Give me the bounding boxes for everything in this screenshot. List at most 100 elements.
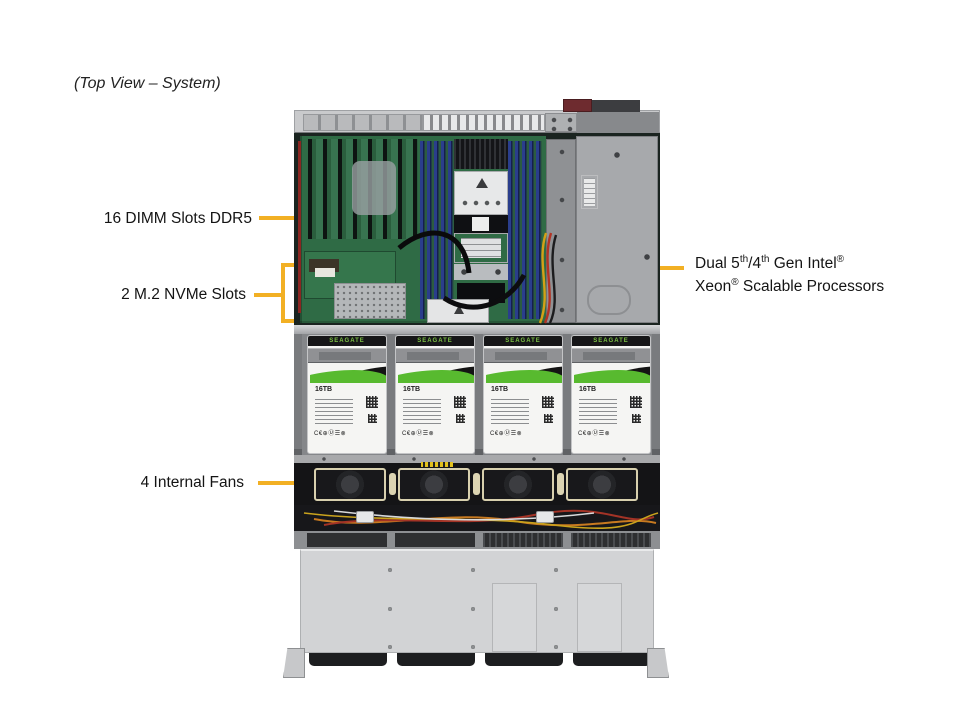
label-cpu: Dual 5th/4th Gen Intel® Xeon® Scalable P… [695, 250, 884, 296]
psu-rear-edge [577, 112, 659, 133]
drive-rail [563, 334, 571, 455]
label-dimm-slots: 16 DIMM Slots DDR5 [103, 210, 252, 227]
qr-code [366, 396, 378, 408]
drive-brand: SEAGATE [396, 336, 474, 346]
cert-icons: C€⊕Ⓤ☰⊗ [314, 431, 347, 437]
compartment [307, 533, 387, 547]
front-compartment-strip [294, 531, 660, 549]
screw [471, 645, 475, 649]
label-cpu-line1: Dual 5th/4th Gen Intel® [695, 254, 845, 273]
screw [471, 568, 475, 572]
drive-rail [387, 334, 395, 455]
hard-drive-4: SEAGATE 16TB C€⊕Ⓤ☰⊗ [571, 335, 651, 454]
hard-drive-3: SEAGATE 16TB C€⊕Ⓤ☰⊗ [483, 335, 563, 454]
power-supply-unit [576, 136, 658, 323]
drive-handle-grip [407, 352, 459, 360]
drive-handle [396, 348, 474, 363]
qr-code [454, 396, 466, 408]
fan-handle [473, 473, 480, 495]
drive-label-text-lines [579, 398, 617, 424]
m2-ssd-module [309, 259, 339, 277]
compartment-ribbed [571, 533, 651, 547]
drive-capacity: 16TB [403, 386, 421, 393]
fan-handle [389, 473, 396, 495]
screw [388, 568, 392, 572]
cable-routing-zone [294, 505, 660, 531]
rear-bracket [545, 113, 577, 132]
fan-tray-rail [294, 455, 660, 463]
cert-icons: C€⊕Ⓤ☰⊗ [402, 431, 435, 437]
drive-label-text-lines [491, 398, 529, 424]
qr-code-small [456, 414, 465, 423]
panel-cutout [492, 583, 537, 652]
cpu2-heatsink [454, 233, 508, 263]
drive-brand: SEAGATE [308, 336, 386, 346]
psu-oval-emboss [587, 285, 631, 315]
power-connector [356, 511, 374, 523]
panel-cutout [577, 583, 622, 652]
cert-icons: C€⊕Ⓤ☰⊗ [578, 431, 611, 437]
drive-handle-grip [583, 352, 635, 360]
caution-sticker [418, 461, 456, 468]
psu-sticker [581, 175, 598, 209]
label-cpu-line2: Xeon® Scalable Processors [695, 277, 885, 296]
cert-icons: C€⊕Ⓤ☰⊗ [490, 431, 523, 437]
front-drive-shadow [309, 653, 387, 666]
qr-code [542, 396, 554, 408]
callout-line-m2-stub [254, 293, 283, 297]
dimm-slots-right-bank [508, 141, 542, 319]
drive-label-text-lines [403, 398, 441, 424]
drive-label-swoosh [486, 365, 562, 383]
dimm-slots-left-bank [420, 141, 454, 319]
chipset-cooler [352, 161, 396, 215]
qr-code-small [544, 414, 553, 423]
drive-rail [294, 334, 302, 455]
screw [554, 568, 558, 572]
cpu2-retention-bracket [454, 264, 508, 280]
internal-fan-1 [314, 468, 386, 501]
drive-brand: SEAGATE [484, 336, 562, 346]
perforated-bracket-plate [334, 283, 406, 319]
drive-handle [572, 348, 650, 363]
server-chassis-top-view: SEAGATE 16TB C€⊕Ⓤ☰⊗ SEAGATE 16TB C€⊕Ⓤ☰⊗ [283, 99, 669, 678]
pcb-edge [298, 141, 301, 313]
screw [554, 645, 558, 649]
drive-label-swoosh [574, 365, 650, 383]
drive-rail [475, 334, 483, 455]
drive-capacity: 16TB [315, 386, 333, 393]
drive-bay: SEAGATE 16TB C€⊕Ⓤ☰⊗ SEAGATE 16TB C€⊕Ⓤ☰⊗ [294, 334, 660, 455]
screw [554, 607, 558, 611]
power-connector [536, 511, 554, 523]
hard-drive-1: SEAGATE 16TB C€⊕Ⓤ☰⊗ [307, 335, 387, 454]
front-drive-shadow [573, 653, 651, 666]
drive-handle [308, 348, 386, 363]
compartment-ribbed [483, 533, 563, 547]
callout-line-m2-vertical [281, 263, 285, 323]
drive-capacity: 16TB [491, 386, 509, 393]
chassis-foot-left [283, 648, 305, 678]
qr-code [630, 396, 642, 408]
m2-ssd-label [315, 268, 335, 277]
label-internal-fans: 4 Internal Fans [140, 474, 244, 491]
psu-rear-block [592, 100, 640, 112]
drive-handle [484, 348, 562, 363]
motherboard-area [294, 133, 660, 325]
rear-vent-grid [423, 114, 545, 131]
drive-capacity: 16TB [579, 386, 597, 393]
vrm-heatsink [454, 139, 508, 169]
psu-latch-handle [563, 99, 592, 112]
internal-fan-3 [482, 468, 554, 501]
drive-label-swoosh [310, 365, 386, 383]
drive-handle-grip [495, 352, 547, 360]
page-title: (Top View – System) [74, 75, 221, 92]
fan-tray [294, 461, 660, 505]
compartment [395, 533, 475, 547]
internal-fan-4 [566, 468, 638, 501]
chassis-crossbar [294, 325, 660, 334]
drive-handle-grip [319, 352, 371, 360]
front-cover-panel [300, 549, 654, 653]
chassis-foot-right [647, 648, 669, 678]
label-m2-slots: 2 M.2 NVMe Slots [121, 286, 246, 303]
warning-triangle-icon [454, 305, 464, 314]
